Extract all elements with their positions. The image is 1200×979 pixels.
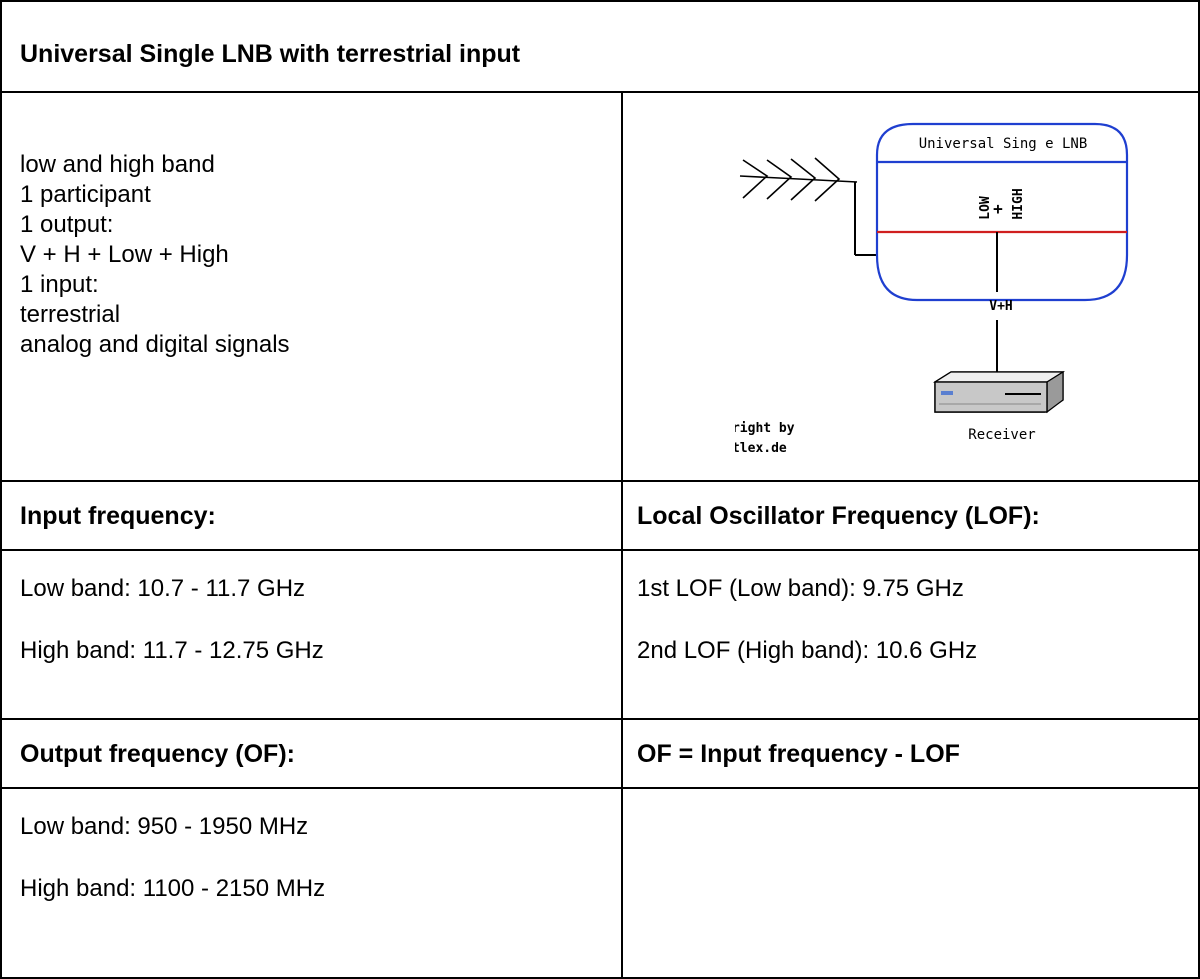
table-border-right — [1198, 0, 1200, 979]
lnb-label: Universal Sing e LNB — [919, 136, 1088, 152]
input-frequency-header: Input frequency: — [20, 502, 216, 530]
feature-item: V + H + Low + High — [20, 241, 229, 268]
lnb-wiring-diagram: Universal Sing e LNB LOW + HIGH V+H Rece… — [735, 122, 1129, 456]
antenna-icon — [739, 157, 925, 256]
column-divider — [621, 91, 623, 979]
page-title: Universal Single LNB with terrestrial in… — [20, 40, 521, 68]
lnb-outline — [875, 122, 1129, 302]
feature-list: low and high band 1 participant 1 output… — [20, 150, 290, 360]
lof-first: 1st LOF (Low band): 9.75 GHz — [637, 575, 964, 602]
receiver-icon — [932, 370, 1066, 414]
table-border-bottom — [0, 977, 1200, 979]
lnb-box: Universal Sing e LNB LOW + HIGH — [875, 122, 1129, 302]
feature-item: 1 input: — [20, 271, 99, 298]
table-border-left — [0, 0, 2, 979]
output-frequency-header: Output frequency (OF): — [20, 740, 295, 768]
lof-second: 2nd LOF (High band): 10.6 GHz — [637, 637, 978, 664]
feature-item: low and high band — [20, 151, 215, 178]
input-frequency-high: High band: 11.7 - 12.75 GHz — [20, 637, 324, 664]
feature-item: 1 output: — [20, 211, 114, 238]
row-divider — [0, 480, 1200, 482]
feature-item: 1 participant — [20, 181, 151, 208]
output-frequency-low: Low band: 950 - 1950 MHz — [20, 813, 309, 840]
high-band-label: HIGH — [1011, 188, 1026, 219]
feature-item: analog and digital signals — [20, 331, 290, 358]
row-divider — [0, 718, 1200, 720]
receiver-label: Receiver — [968, 427, 1035, 443]
feature-item: terrestrial — [20, 301, 121, 328]
row-divider — [0, 787, 1200, 789]
input-frequency-low: Low band: 10.7 - 11.7 GHz — [20, 575, 306, 602]
lof-header: Local Oscillator Frequency (LOF): — [637, 502, 1040, 530]
copyright-url: www.satlex.de — [735, 441, 787, 456]
row-divider — [0, 91, 1200, 93]
plus-label: + — [993, 199, 1003, 218]
output-frequency-high: High band: 1100 - 2150 MHz — [20, 875, 326, 902]
formula-header: OF = Input frequency - LOF — [637, 740, 960, 768]
table-border-top — [0, 0, 1200, 2]
low-band-label: LOW — [978, 196, 993, 220]
row-divider — [0, 549, 1200, 551]
cable-label: V+H — [989, 299, 1012, 314]
copyright-line: © Copyright by — [735, 421, 795, 436]
